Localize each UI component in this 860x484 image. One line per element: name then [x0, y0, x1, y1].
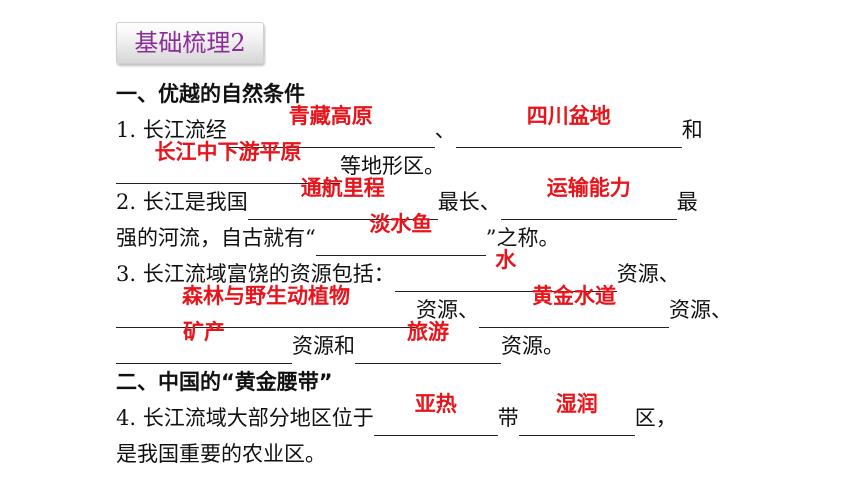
q3-blank-e: 旅游 — [355, 320, 501, 364]
question-1-line-1: 1. 长江流经 青藏高原、 四川盆地和 — [116, 104, 703, 148]
q2-blank-a: 通航里程 — [247, 176, 438, 220]
question-2-line-1: 2. 长江是我国 通航里程最长、 运输能力最 — [116, 176, 698, 220]
q2-prefix: 2. 长江是我国 — [116, 190, 248, 214]
question-3-line-2: 森林与野生动植物资源、 黄金水道资源、 — [116, 284, 732, 328]
q2-blank-c: 淡水鱼 — [315, 212, 486, 256]
q1-blank-c: 长江中下游平原 — [116, 140, 340, 184]
q1-answer-a: 青藏高原 — [288, 104, 373, 128]
question-2-line-2: 强的河流，自古就有“ 淡水鱼 ”之称。 — [116, 212, 560, 256]
q2-middle: 最长、 — [437, 190, 501, 214]
q2-answer-c: 淡水鱼 — [369, 212, 433, 236]
q2-line2-suffix: ”之称。 — [485, 226, 560, 250]
q1-blank-b: 四川盆地 — [455, 104, 682, 148]
q3-answer-b: 森林与野生动植物 — [182, 284, 350, 308]
q4-middle: 带 — [497, 406, 519, 430]
q1-answer-c: 长江中下游平原 — [154, 140, 302, 164]
q4-answer-b: 湿润 — [555, 392, 598, 416]
q1-answer-b: 四川盆地 — [526, 104, 611, 128]
q3-blank-c: 黄金水道 — [479, 284, 669, 328]
q2-answer-b: 运输能力 — [546, 176, 631, 200]
q4-prefix: 4. 长江流域大部分地区位于 — [116, 406, 374, 430]
q1-prefix: 1. 长江流经 — [116, 118, 227, 142]
question-4-line-2: 是我国重要的农业区。 — [116, 436, 326, 472]
q2-suffix: 最 — [676, 190, 698, 214]
q3-prefix: 3. 长江流域富饶的资源包括： — [116, 262, 395, 286]
question-1-line-2: 长江中下游平原等地形区。 — [116, 140, 445, 184]
q1-suffix: 等地形区。 — [340, 154, 445, 178]
q1-separator: 、 — [434, 118, 456, 142]
q2-blank-b: 运输能力 — [500, 176, 677, 220]
q3-suffix-c: 资源、 — [669, 298, 732, 322]
question-3-line-3: 矿产资源和 旅游资源。 — [116, 320, 564, 364]
q3-answer-a: 水 — [495, 248, 517, 272]
q3-suffix-a: 资源、 — [616, 262, 680, 286]
q1-blank-a: 青藏高原 — [226, 104, 435, 148]
section-heading-2: 二、中国的“黄金腰带” — [116, 370, 333, 394]
section-heading-1: 一、优越的自然条件 — [116, 82, 305, 106]
q3-answer-d: 矿产 — [183, 320, 225, 344]
q4-blank-a: 亚热 — [373, 392, 498, 436]
q1-and: 和 — [681, 118, 703, 142]
q3-answer-e: 旅游 — [407, 320, 449, 344]
q4-suffix: 区， — [634, 406, 677, 430]
section-badge: 基础梳理2 — [116, 22, 264, 64]
q4-answer-a: 亚热 — [414, 392, 457, 416]
q3-answer-c: 黄金水道 — [532, 284, 616, 308]
question-4-line-1: 4. 长江流域大部分地区位于 亚热带 湿润区， — [116, 392, 677, 436]
q3-blank-a: 水 — [394, 248, 617, 292]
q3-suffix-b: 资源、 — [416, 298, 479, 322]
q3-suffix-d: 资源和 — [292, 334, 355, 358]
q4-blank-b: 湿润 — [518, 392, 635, 436]
q3-blank-d: 矿产 — [116, 320, 292, 364]
q2-line2-prefix: 强的河流，自古就有“ — [116, 226, 316, 250]
q2-answer-a: 通航里程 — [300, 176, 385, 200]
q3-blank-b: 森林与野生动植物 — [116, 284, 416, 328]
q3-suffix-e: 资源。 — [501, 334, 564, 358]
question-3-line-1: 3. 长江流域富饶的资源包括： 水资源、 — [116, 248, 680, 292]
q4-line2: 是我国重要的农业区。 — [116, 442, 326, 466]
